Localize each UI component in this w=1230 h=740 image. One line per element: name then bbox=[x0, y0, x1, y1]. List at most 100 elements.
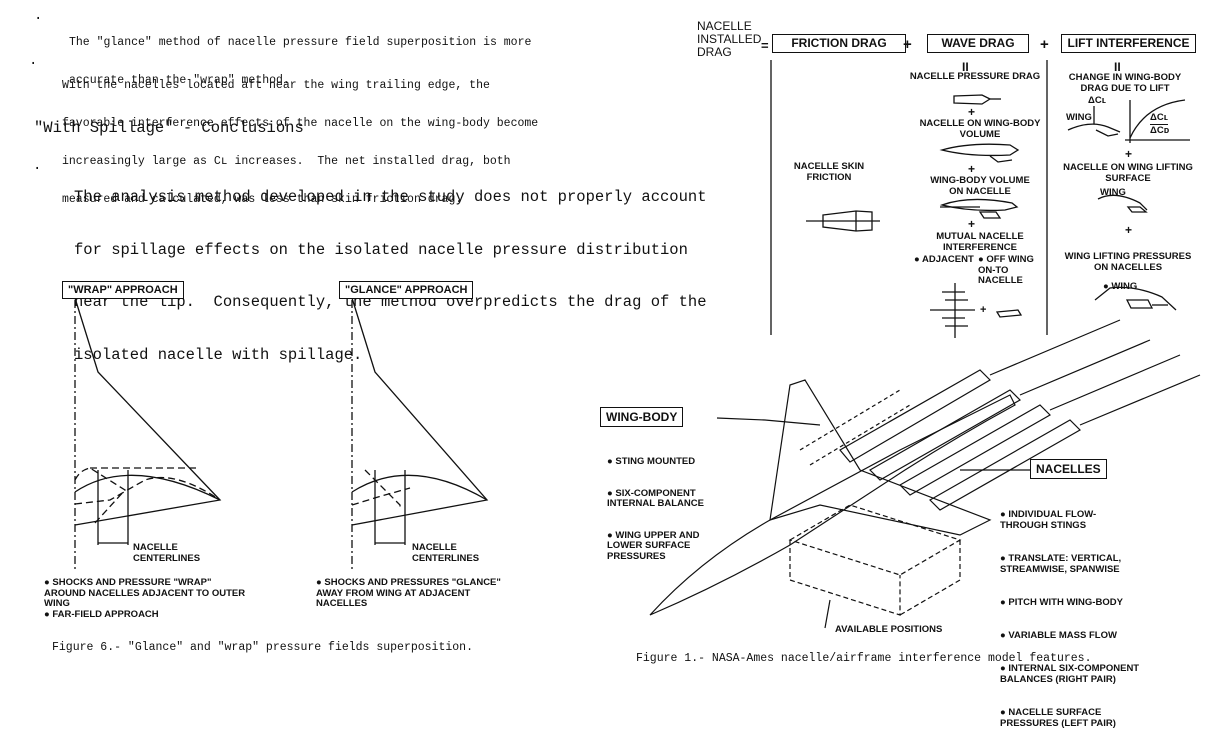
delta-cl-label: ΔCʟ bbox=[1088, 95, 1106, 106]
plus-sign: + bbox=[968, 162, 976, 176]
pressure-drag-label: NACELLE PRESSURE DRAG bbox=[909, 71, 1041, 82]
figure1-drawing bbox=[649, 319, 1201, 629]
mutual-interference-sketch bbox=[942, 291, 968, 327]
note-text: SHOCKS AND PRESSURE "WRAP" AROUND NACELL… bbox=[44, 577, 246, 609]
glance-note: ● SHOCKS AND PRESSURES "GLANCE" AWAY FRO… bbox=[316, 577, 501, 609]
glance-approach-title: "GLANCE" APPROACH bbox=[339, 281, 474, 299]
item-text: NACELLE SURFACE PRESSURES (LEFT PAIR) bbox=[1000, 707, 1116, 729]
wingbody-item: ● STING MOUNTED bbox=[607, 456, 696, 467]
nacelle bbox=[899, 404, 1051, 496]
wing-text: WING bbox=[1111, 281, 1138, 292]
skin-friction-label: NACELLE SKIN FRICTION bbox=[793, 161, 865, 183]
wingbody-items: ● STING MOUNTED ● SIX-COMPONENT INTERNAL… bbox=[607, 436, 767, 573]
spillage-heading: "With Spillage" - Conclusions bbox=[34, 119, 304, 137]
bullet-dot: . bbox=[29, 53, 38, 69]
wave-drag-box: WAVE DRAG bbox=[927, 34, 1029, 53]
nacelle bbox=[869, 389, 1021, 481]
wrap-note: ● SHOCKS AND PRESSURE "WRAP" AROUND NACE… bbox=[44, 577, 246, 609]
lifting-pressures-sketch bbox=[1094, 286, 1177, 311]
text-line: accurate than the "wrap" method. bbox=[69, 73, 290, 87]
lift-equals: II bbox=[1114, 60, 1121, 74]
note-text: SHOCKS AND PRESSURES "GLANCE" AWAY FROM … bbox=[316, 577, 501, 609]
available-positions-dashed bbox=[799, 389, 911, 466]
wrap-wing-outline bbox=[74, 297, 222, 526]
figure6-caption: Figure 6.- "Glance" and "wrap" pressure … bbox=[52, 641, 473, 654]
wingbody-item: ● SIX-COMPONENT INTERNAL BALANCE bbox=[607, 487, 704, 509]
ratio-numerator: ΔCʟ bbox=[1150, 112, 1168, 125]
text-line: increasingly large as Cʟ increases. The … bbox=[62, 154, 511, 168]
sketch-line bbox=[978, 211, 1002, 219]
drag-chart-drawing bbox=[770, 60, 1190, 338]
installed-drag-label: NACELLE INSTALLED DRAG bbox=[697, 19, 762, 59]
fuselage bbox=[649, 394, 1016, 616]
plus-sign: + bbox=[968, 217, 976, 231]
stings bbox=[989, 319, 1201, 426]
wing bbox=[769, 379, 992, 536]
wingbody-volume-label: NACELLE ON WING-BODY VOLUME bbox=[919, 118, 1041, 140]
plus-sign: + bbox=[903, 36, 912, 53]
conclusion-1: The "glance" method of nacelle pressure … bbox=[69, 12, 531, 112]
nacelles-item: ● VARIABLE MASS FLOW bbox=[1000, 630, 1117, 641]
conclusion-3: The analysis method developed in the stu… bbox=[74, 154, 707, 399]
available-positions-label: AVAILABLE POSITIONS bbox=[835, 624, 943, 635]
sketch-line bbox=[1126, 206, 1148, 213]
wrap-pressure-line bbox=[74, 476, 221, 505]
wingbody-title: WING-BODY bbox=[600, 407, 684, 427]
equals-sign: = bbox=[761, 38, 769, 53]
glance-nacelle-arc bbox=[351, 474, 488, 501]
plus-sign: + bbox=[1125, 147, 1133, 161]
lifting-pressures-label: WING LIFTING PRESSURES ON NACELLES bbox=[1064, 251, 1192, 273]
nacelle-on-wing-label: NACELLE ON WING LIFTING SURFACE bbox=[1063, 162, 1193, 184]
text-line: isolated nacelle with spillage. bbox=[74, 345, 363, 364]
ratio-denominator: ΔCᴅ bbox=[1150, 125, 1170, 136]
text-line: The analysis method developed in the stu… bbox=[74, 188, 707, 206]
item-text: WING UPPER AND LOWER SURFACE PRESSURES bbox=[607, 529, 700, 562]
wingbody-item: ● WING UPPER AND LOWER SURFACE PRESSURES bbox=[607, 529, 700, 562]
item-text: VARIABLE MASS FLOW bbox=[1008, 630, 1117, 641]
offwing-label: ● OFF WING ON-TO NACELLE bbox=[978, 254, 1034, 286]
pressure-drag-sketch bbox=[953, 94, 992, 105]
nacelles-item: ● PITCH WITH WING-BODY bbox=[1000, 597, 1123, 608]
friction-drag-box: FRICTION DRAG bbox=[772, 34, 906, 53]
text-line: favorable interference effects of the na… bbox=[62, 116, 539, 130]
wrap-notes: ● SHOCKS AND PRESSURE "WRAP" AROUND NACE… bbox=[44, 577, 249, 620]
volume-on-nacelle-sketch bbox=[939, 198, 1019, 212]
wrap-nacelle-arc bbox=[74, 474, 221, 501]
text-line: With the nacelles located aft near the w… bbox=[62, 79, 490, 93]
glance-centerlines-label: NACELLE CENTERLINES bbox=[412, 542, 480, 564]
offwing-sketch bbox=[995, 309, 1023, 318]
nacelles-item: ● INDIVIDUAL FLOW- THROUGH STINGS bbox=[1000, 509, 1097, 531]
wing-label: WING bbox=[1100, 187, 1126, 198]
figure1-caption: Figure 1.- NASA-Ames nacelle/airframe in… bbox=[636, 652, 1092, 665]
sketch-line bbox=[989, 155, 1013, 163]
plus-sign: + bbox=[968, 105, 976, 119]
figure6-drawing bbox=[74, 297, 489, 570]
sketch-line bbox=[1095, 129, 1119, 137]
drag-polar bbox=[1129, 99, 1186, 139]
glance-pressure bbox=[351, 487, 411, 506]
adjacent-text: ADJACENT bbox=[922, 254, 974, 265]
positions-box bbox=[788, 504, 962, 616]
nacelle bbox=[929, 419, 1081, 511]
wing-lifting-sketch bbox=[1097, 194, 1148, 211]
nacelles-item: ● TRANSLATE: VERTICAL, STREAMWISE, SPANW… bbox=[1000, 553, 1122, 575]
plus-sign: + bbox=[1125, 223, 1133, 237]
note-text: FAR-FIELD APPROACH bbox=[52, 608, 159, 620]
wrap-approach-title: "WRAP" APPROACH bbox=[62, 281, 184, 299]
nacelles-items: ● INDIVIDUAL FLOW- THROUGH STINGS ● TRAN… bbox=[1000, 487, 1180, 740]
item-text: STING MOUNTED bbox=[615, 456, 696, 467]
wrap-shock-line bbox=[74, 467, 127, 524]
item-text: PITCH WITH WING-BODY bbox=[1008, 597, 1123, 608]
text-line: for spillage effects on the isolated nac… bbox=[74, 240, 688, 259]
text-line: The "glance" method of nacelle pressure … bbox=[69, 36, 532, 49]
bullet-dot: . bbox=[34, 8, 43, 24]
wingbody-volume-sketch bbox=[939, 143, 1020, 157]
volume-on-nacelle-label: WING-BODY VOLUME ON NACELLE bbox=[930, 175, 1030, 197]
glance-wing-outline bbox=[351, 297, 489, 526]
item-text: INTERNAL SIX-COMPONENT BALANCES (RIGHT P… bbox=[1000, 663, 1140, 685]
glance-notes: ● SHOCKS AND PRESSURES "GLANCE" AWAY FRO… bbox=[316, 577, 516, 610]
item-text: INDIVIDUAL FLOW- THROUGH STINGS bbox=[1000, 509, 1097, 531]
conclusion-2: With the nacelles located aft near the w… bbox=[62, 55, 538, 231]
nacelles-title: NACELLES bbox=[1030, 459, 1107, 479]
plus-sign: + bbox=[1040, 36, 1049, 53]
